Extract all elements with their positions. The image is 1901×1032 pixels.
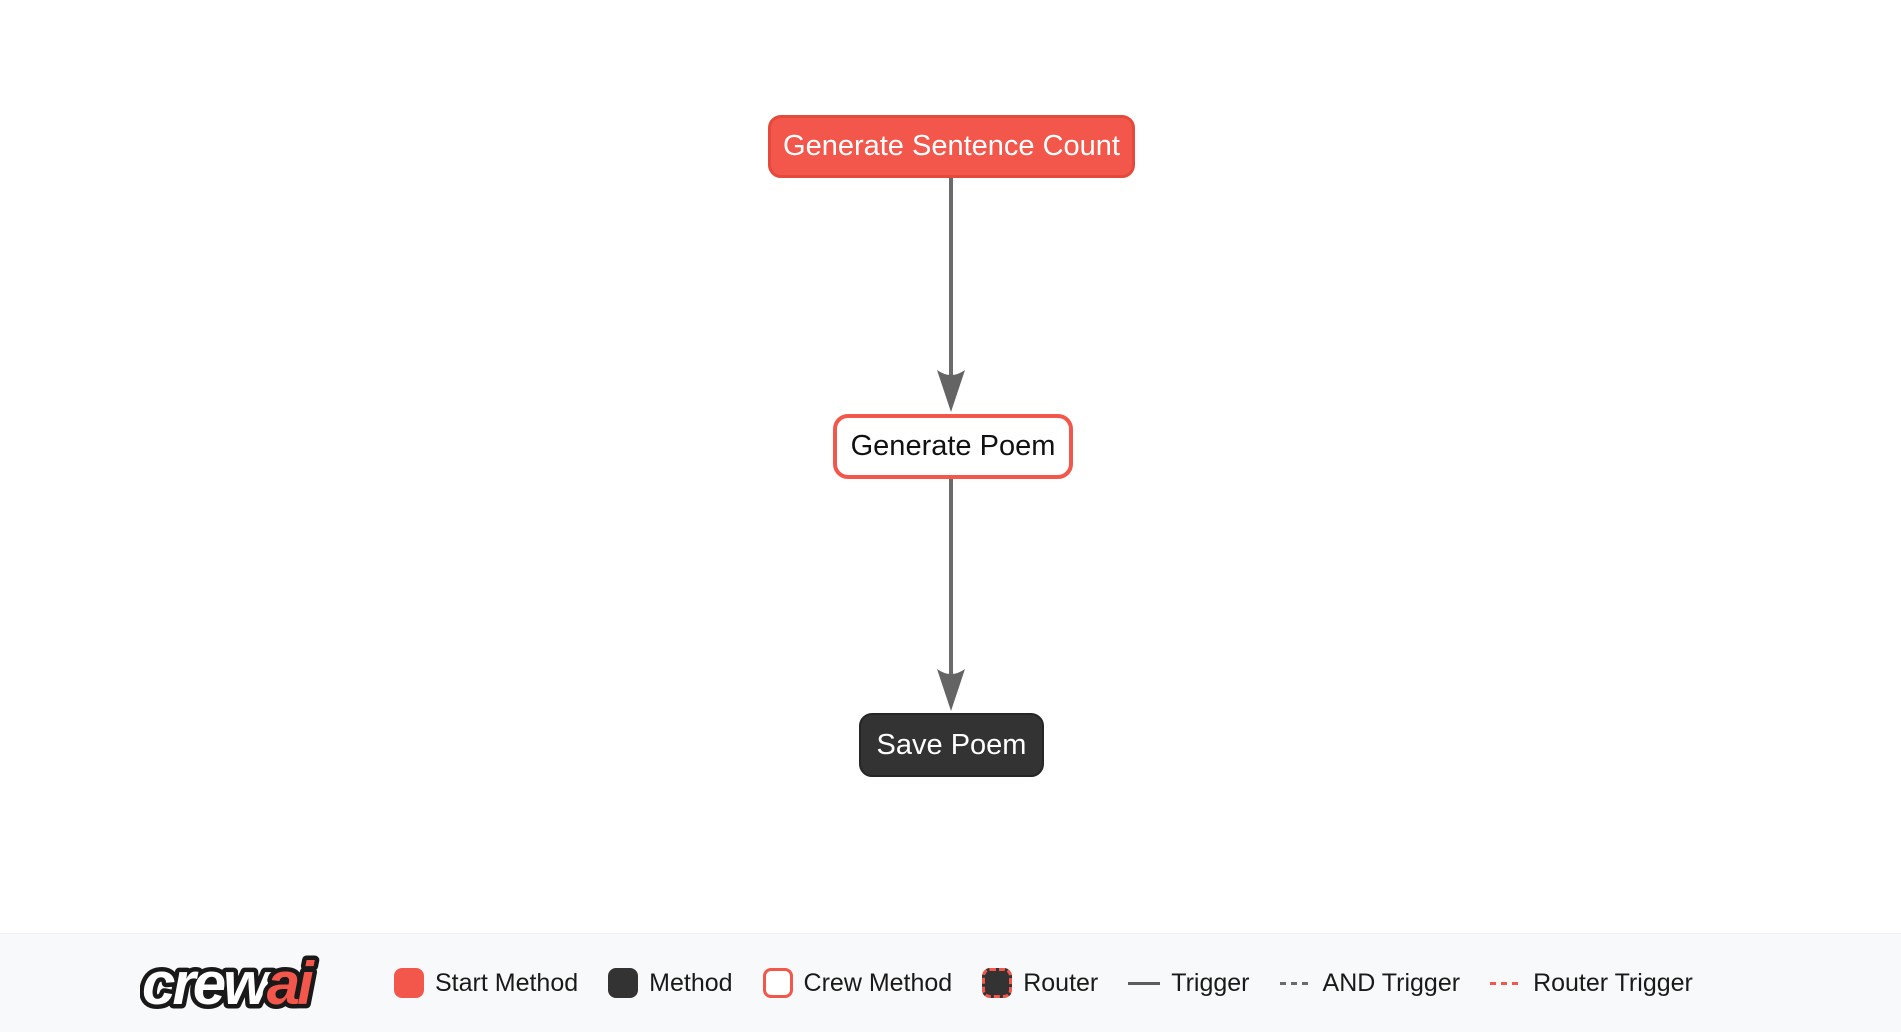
method-swatch-icon bbox=[608, 968, 639, 998]
crew-method-swatch-icon bbox=[762, 968, 793, 998]
legend-item-and-trigger: AND Trigger bbox=[1279, 968, 1461, 998]
legend-item-router-trigger: Router Trigger bbox=[1490, 969, 1693, 998]
logo-text-crew: crew bbox=[142, 950, 273, 1017]
edge-arrow-1 bbox=[937, 178, 965, 412]
legend-label: Router bbox=[1023, 968, 1099, 997]
router-trigger-line-icon bbox=[1490, 981, 1523, 985]
logo-text-ai: ai bbox=[267, 950, 315, 1017]
legend-item-start-method: Start Method bbox=[394, 968, 578, 998]
legend-label: AND Trigger bbox=[1322, 968, 1461, 997]
trigger-line-icon bbox=[1128, 981, 1161, 985]
node-generate-poem[interactable]: Generate Poem bbox=[833, 414, 1073, 479]
legend-item-trigger: Trigger bbox=[1128, 968, 1250, 998]
edge-arrow-2 bbox=[937, 479, 965, 711]
node-save-poem[interactable]: Save Poem bbox=[859, 713, 1044, 777]
legend-item-crew-method: Crew Method bbox=[762, 968, 953, 998]
legend-label: Router Trigger bbox=[1533, 968, 1693, 997]
legend-label: Method bbox=[649, 968, 733, 997]
legend-label: Start Method bbox=[435, 968, 579, 997]
flow-canvas[interactable]: Generate Sentence Count Generate Poem Sa… bbox=[0, 0, 1901, 933]
legend-bar: crewai Start Method Method Crew Method R… bbox=[0, 933, 1901, 1032]
router-swatch-icon bbox=[982, 968, 1013, 998]
and-trigger-line-icon bbox=[1279, 981, 1312, 985]
legend-item-method: Method bbox=[608, 968, 733, 998]
flow-edges bbox=[937, 178, 965, 711]
legend-item-router: Router bbox=[982, 968, 1098, 998]
start-method-swatch-icon bbox=[394, 968, 424, 998]
node-generate-sentence-count[interactable]: Generate Sentence Count bbox=[768, 115, 1135, 178]
svg-text:crewai: crewai bbox=[142, 950, 315, 1017]
legend-label: Crew Method bbox=[803, 968, 953, 997]
legend-label: Trigger bbox=[1171, 968, 1250, 997]
crewai-logo: crewai bbox=[140, 946, 323, 1022]
